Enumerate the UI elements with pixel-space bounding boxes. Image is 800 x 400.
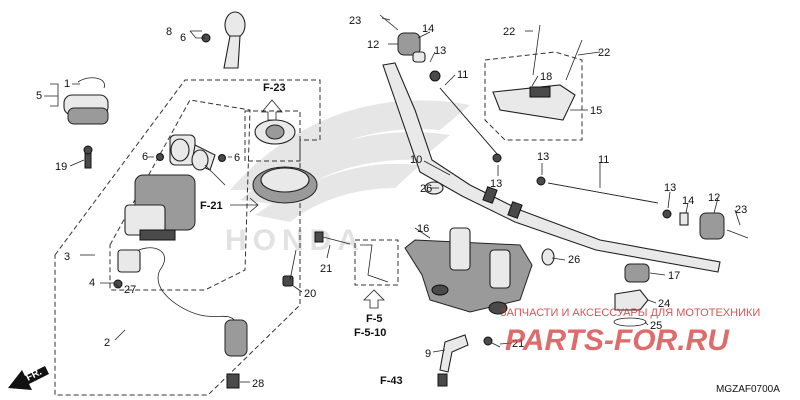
callout-22b: 22: [598, 47, 610, 59]
watermark-brand: PARTS-FOR.RU: [505, 324, 730, 357]
reference-labels: F-23 F-21 F-5 F-5-10 F-43: [200, 82, 403, 387]
clip-28: [226, 373, 240, 389]
bracket-9: [437, 334, 501, 387]
f23-inset-outline: [244, 110, 301, 162]
bolt-21-upper: [314, 231, 351, 245]
callout-6c: 6: [234, 152, 240, 164]
callout-26: 26: [420, 183, 432, 195]
callout-23: 23: [349, 15, 361, 27]
fr-direction-arrow: FR.: [8, 366, 49, 390]
callout-6b: 6: [142, 151, 148, 163]
callout-26b: 26: [568, 254, 580, 266]
bar-end-weight-right: [536, 176, 749, 240]
callout-17: 17: [668, 270, 680, 282]
callout-14: 14: [422, 23, 434, 35]
callout-18: 18: [540, 71, 552, 83]
callout-1: 1: [64, 78, 70, 90]
lock-set-outline: [109, 99, 251, 291]
callout-5: 5: [36, 90, 42, 102]
leader-lines: [44, 17, 741, 383]
callout-21: 21: [320, 263, 332, 275]
ref-f5-10: F-5-10: [354, 327, 386, 339]
callout-11b: 11: [598, 154, 609, 166]
callout-10: 10: [410, 154, 422, 166]
ref-f5: F-5: [366, 313, 383, 325]
callout-15: 15: [590, 105, 602, 117]
watermark-caption: ЗАПЧАСТИ И АКСЕССУАРЫ ДЛЯ МОТОТЕХНИКИ: [500, 307, 760, 319]
top-bridge: [404, 227, 533, 315]
ref-f43: F-43: [380, 375, 403, 387]
callout-2: 2: [104, 337, 110, 349]
callout-9: 9: [425, 348, 431, 360]
callout-25: 25: [650, 320, 662, 332]
callout-11: 11: [457, 69, 468, 81]
callout-28: 28: [252, 378, 264, 390]
bolt-20: [282, 249, 297, 287]
ref-f23: F-23: [263, 82, 286, 94]
diagram-code: MGZAF0700A: [716, 384, 780, 395]
callout-4: 4: [89, 277, 95, 289]
callout-27: 27: [124, 284, 136, 296]
callout-12b: 12: [708, 192, 720, 204]
bolt-19: [83, 145, 93, 169]
callout-3: 3: [64, 251, 70, 263]
ref-f21: F-21: [200, 200, 223, 212]
callout-22a: 22: [503, 26, 515, 38]
f23-inset: [254, 99, 296, 145]
keys-pair: [156, 138, 226, 186]
callout-13: 13: [434, 45, 446, 57]
callout-12: 12: [367, 39, 379, 51]
key-part: [201, 11, 246, 69]
callout-16: 16: [417, 223, 429, 235]
callout-21b: 21: [512, 338, 524, 350]
callout-13d: 13: [664, 182, 676, 194]
handlebar-pipe: [382, 62, 721, 273]
callout-23b: 23: [735, 204, 747, 216]
callout-6: 6: [180, 32, 186, 44]
steering-lock-body: [230, 166, 318, 213]
bar-end-weight-top: [379, 14, 502, 163]
callout-24: 24: [658, 298, 670, 310]
cable-guide-bracket: [354, 239, 399, 309]
callout-14b: 14: [682, 195, 694, 207]
callout-20: 20: [304, 288, 316, 300]
handlebar-upper-holder: [484, 24, 583, 141]
wire-harness: [113, 247, 248, 357]
callout-13c: 13: [537, 151, 549, 163]
callout-8: 8: [166, 26, 172, 38]
callout-13b: 13: [490, 178, 502, 190]
callout-19: 19: [55, 161, 67, 173]
switch-cover-part: [63, 77, 109, 125]
stem-nut-cap: [613, 263, 650, 327]
callout-numbers: 8 6 1 5 19 6 6 3 4 27 2 28 20 23 12 14 1…: [36, 15, 747, 390]
